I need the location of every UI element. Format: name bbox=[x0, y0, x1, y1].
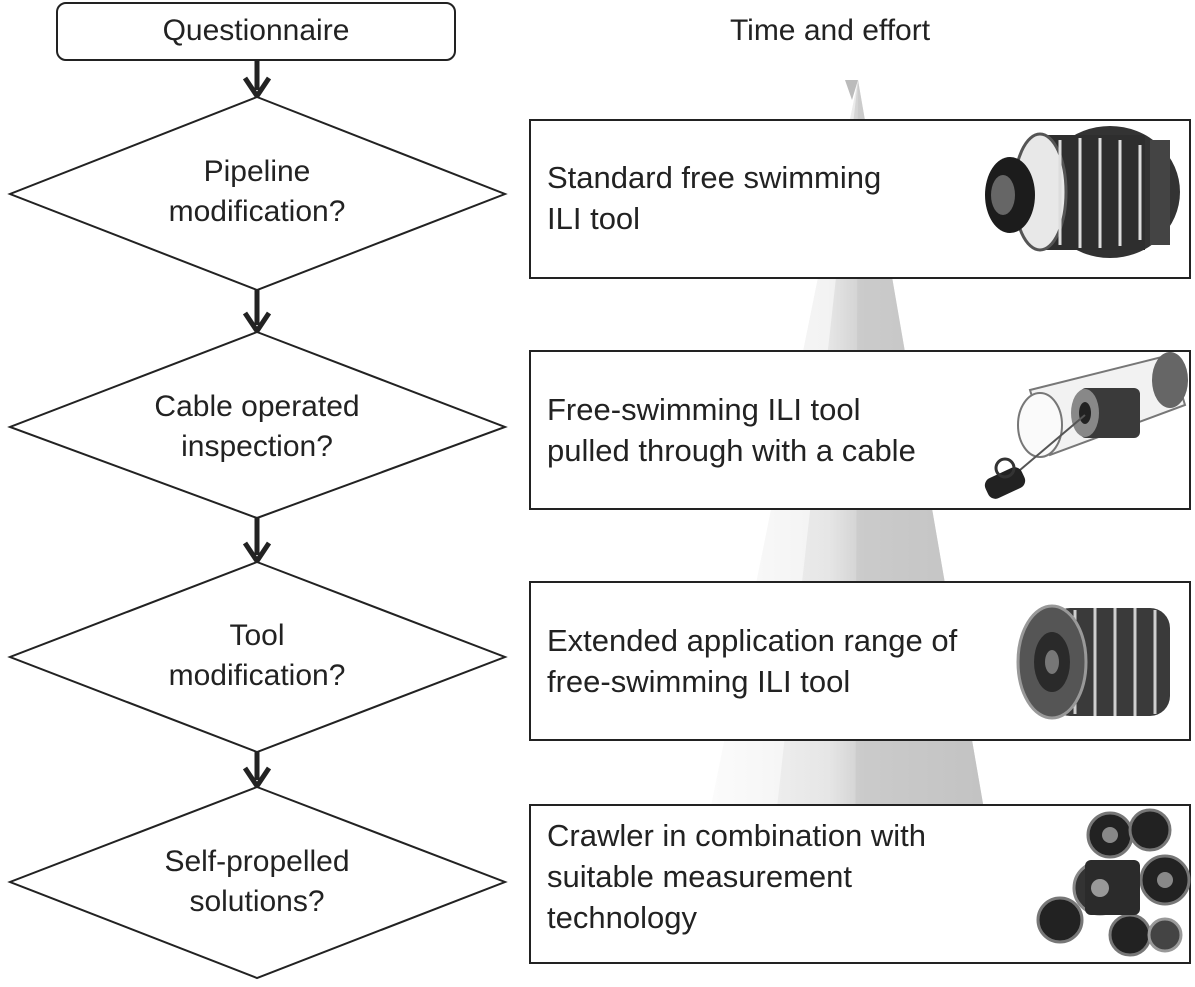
decision-diamond-tool bbox=[7, 560, 508, 754]
time-effort-label: Time and effort bbox=[729, 14, 931, 47]
outcome-text-crawler: Crawler in combination with suitable mea… bbox=[547, 818, 927, 935]
cable-pulled-tool-icon bbox=[984, 352, 1188, 499]
decision-diamond-cable bbox=[7, 330, 508, 520]
ili-pig-tool-icon bbox=[985, 126, 1180, 258]
decision-diamond-self-propelled bbox=[7, 785, 508, 980]
decision-text-cable: Cable operated inspection? bbox=[154, 390, 360, 463]
questionnaire-label: Questionnaire bbox=[162, 14, 350, 47]
outcome-text-cable: Free-swimming ILI tool pulled through wi… bbox=[547, 392, 916, 468]
crawler-robot-icon bbox=[1036, 808, 1191, 957]
decision-diamond-pipeline bbox=[7, 95, 508, 292]
outcome-text-standard: Standard free swimming ILI tool bbox=[547, 160, 882, 236]
decision-text-pipeline: Pipeline modification? bbox=[168, 155, 346, 228]
decision-text-tool: Tool modification? bbox=[168, 619, 346, 692]
cylindrical-tool-icon bbox=[1016, 604, 1170, 720]
decision-text-self-propelled: Self-propelled solutions? bbox=[164, 845, 350, 918]
outcome-text-extended: Extended application range of free-swimm… bbox=[547, 623, 958, 699]
